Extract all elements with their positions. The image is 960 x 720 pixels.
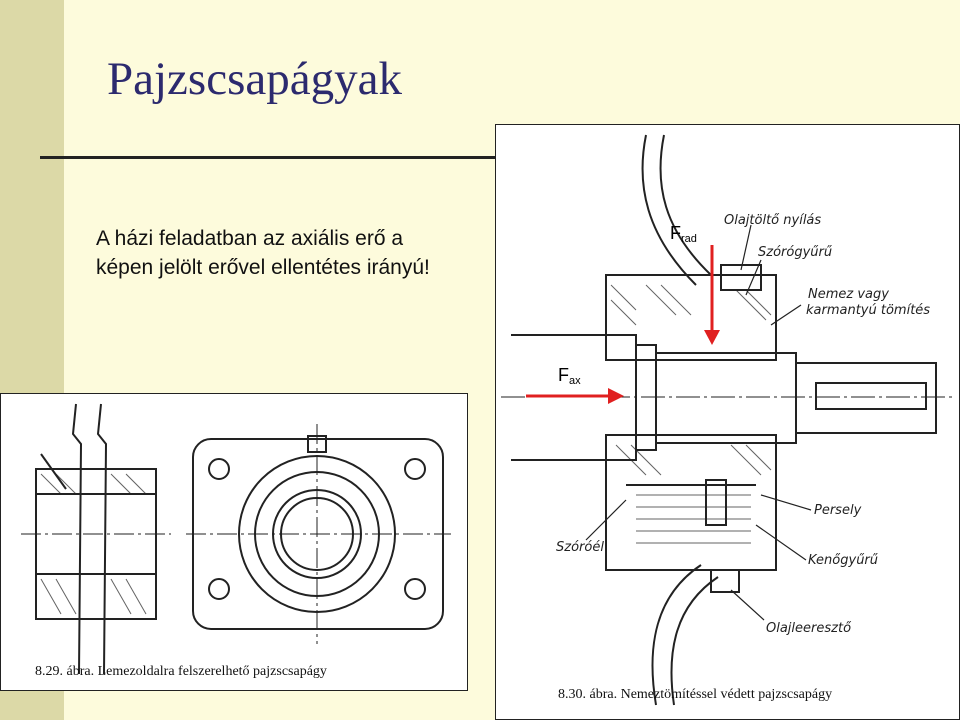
force-radial-label: Frad [670,223,697,245]
force-axial-label: Fax [558,365,581,387]
figure-right-panel: 8.30. ábra. Nemeztömítéssel védett pajzs… [495,124,960,720]
force-axial-main: F [558,365,569,385]
label-lube-ring: Kenőgyűrű [808,553,879,568]
force-axial-sub: ax [569,375,581,387]
label-bushing: Persely [814,503,862,518]
body-line-2: képen jelölt erővel ellentétes irányú! [96,256,430,279]
body-line-1: A házi feladatban az axiális erő a [96,227,404,250]
slide-title: Pajzscsapágyak [107,53,402,105]
label-oil-edge: Szóróél [556,540,604,555]
plate-bearing-drawing [21,403,451,675]
force-radial-sub: rad [681,233,697,245]
label-felt-2: karmantyú tömítés [806,303,931,318]
figure-left-caption: 8.29. ábra. Lemezoldalra felszerelhető p… [35,664,327,679]
label-felt-1: Nemez vagy [808,287,889,302]
title-underline [40,156,500,159]
force-radial-main: F [670,223,681,243]
label-drain: Olajleeresztő [766,621,852,636]
figure-right-caption: 8.30. ábra. Nemeztömítéssel védett pajzs… [558,687,833,702]
label-oil-ring: Szórógyűrű [758,245,833,260]
bearing-section-drawing [501,134,954,706]
label-oil-hole: Olajtöltő nyílás [724,213,822,228]
figure-left-panel: 8.29. ábra. Lemezoldalra felszerelhető p… [0,393,468,691]
slide-body: A házi feladatban az axiális erő a képen… [96,224,430,282]
